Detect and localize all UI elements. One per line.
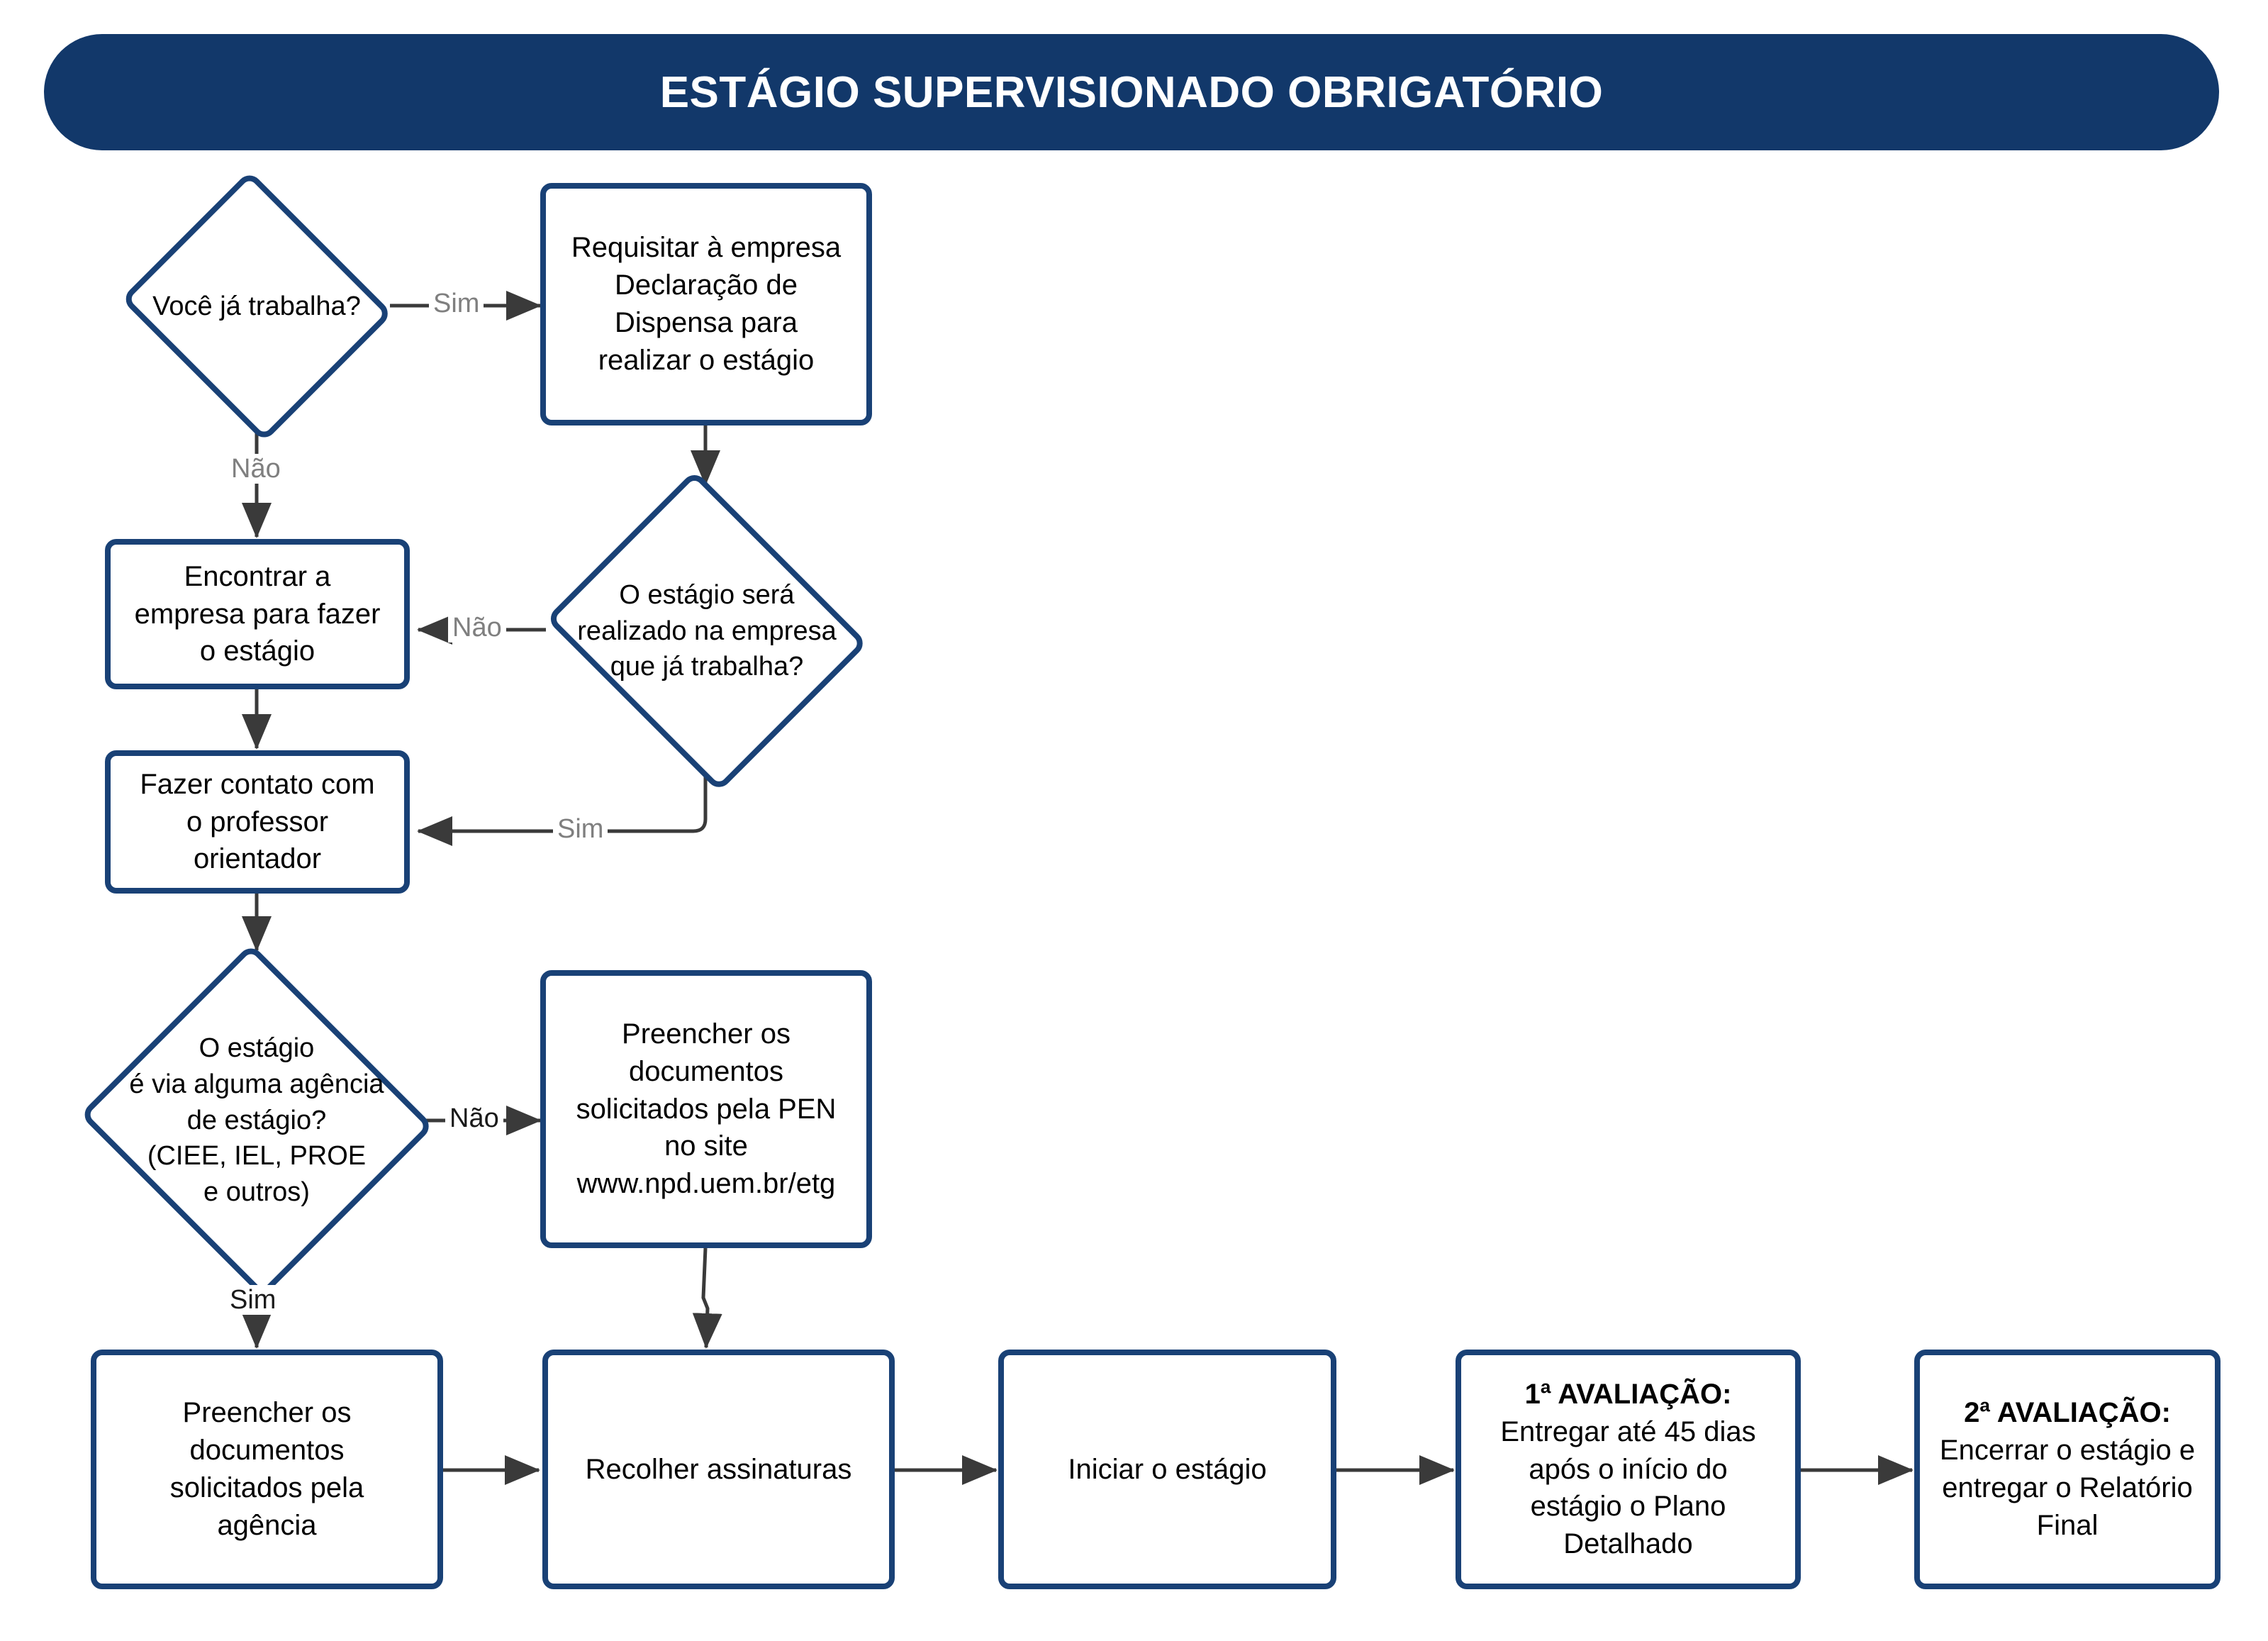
edge-label-sim-agencia: Sim: [225, 1285, 281, 1315]
decision-estagio-na-empresa[interactable]: O estágio será realizado na empresa que …: [533, 469, 881, 793]
edge-label-nao-trabalha: Não: [227, 454, 285, 484]
edge-label-nao-empresa: Não: [448, 613, 506, 643]
process-requisitar-declaracao[interactable]: Requisitar à empresa Declaração de Dispe…: [540, 183, 872, 425]
decision-via-agencia-label: O estágio é via alguma agência de estági…: [129, 1033, 384, 1208]
process-recolher-assinaturas-label: Recolher assinaturas: [585, 1453, 852, 1485]
process-documentos-pen-label: Preencher os documentos solicitados pela…: [576, 1018, 837, 1200]
process-primeira-avaliacao-body: Entregar até 45 dias após o início do es…: [1500, 1415, 1756, 1560]
edge-label-sim-empresa: Sim: [553, 814, 608, 844]
process-requisitar-declaracao-label: Requisitar à empresa Declaração de Dispe…: [571, 232, 842, 376]
page-title-banner: ESTÁGIO SUPERVISIONADO OBRIGATÓRIO: [44, 34, 2219, 150]
process-iniciar-estagio[interactable]: Iniciar o estágio: [998, 1350, 1336, 1589]
process-primeira-avaliacao-label: 1ª AVALIAÇÃO: Entregar até 45 dias após o…: [1493, 1374, 1763, 1564]
process-segunda-avaliacao-label: 2ª AVALIAÇÃO: Encerrar o estágio e entreg…: [1933, 1393, 2202, 1545]
process-documentos-agencia[interactable]: Preencher os documentos solicitados pela…: [91, 1350, 443, 1589]
process-segunda-avaliacao[interactable]: 2ª AVALIAÇÃO: Encerrar o estágio e entreg…: [1914, 1350, 2220, 1589]
process-documentos-agencia-label: Preencher os documentos solicitados pela…: [169, 1397, 364, 1541]
process-contato-professor-label: Fazer contato com o professor orientador: [140, 768, 375, 875]
page-title: ESTÁGIO SUPERVISIONADO OBRIGATÓRIO: [659, 67, 1604, 117]
process-iniciar-estagio-label: Iniciar o estágio: [1068, 1453, 1267, 1485]
process-primeira-avaliacao-heading: 1ª AVALIAÇÃO:: [1524, 1379, 1732, 1410]
decision-ja-trabalha-label: Você já trabalha?: [152, 291, 361, 321]
decision-ja-trabalha[interactable]: Você já trabalha?: [113, 170, 400, 443]
process-encontrar-empresa[interactable]: Encontrar a empresa para fazer o estágio: [105, 539, 410, 689]
process-segunda-avaliacao-body: Encerrar o estágio e entregar o Relatóri…: [1939, 1435, 2196, 1541]
edge-label-nao-agencia: Não: [445, 1103, 503, 1133]
process-primeira-avaliacao[interactable]: 1ª AVALIAÇÃO: Entregar até 45 dias após o…: [1456, 1350, 1801, 1589]
process-encontrar-empresa-label: Encontrar a empresa para fazer o estágio: [134, 560, 381, 667]
decision-estagio-na-empresa-label: O estágio será realizado na empresa que …: [577, 579, 837, 682]
process-documentos-pen[interactable]: Preencher os documentos solicitados pela…: [540, 970, 872, 1248]
process-recolher-assinaturas[interactable]: Recolher assinaturas: [542, 1350, 895, 1589]
process-segunda-avaliacao-heading: 2ª AVALIAÇÃO:: [1964, 1397, 2171, 1429]
decision-via-agencia[interactable]: O estágio é via alguma agência de estági…: [74, 943, 440, 1298]
edge-label-sim-trabalha: Sim: [429, 289, 484, 318]
process-contato-professor[interactable]: Fazer contato com o professor orientador: [105, 750, 410, 894]
